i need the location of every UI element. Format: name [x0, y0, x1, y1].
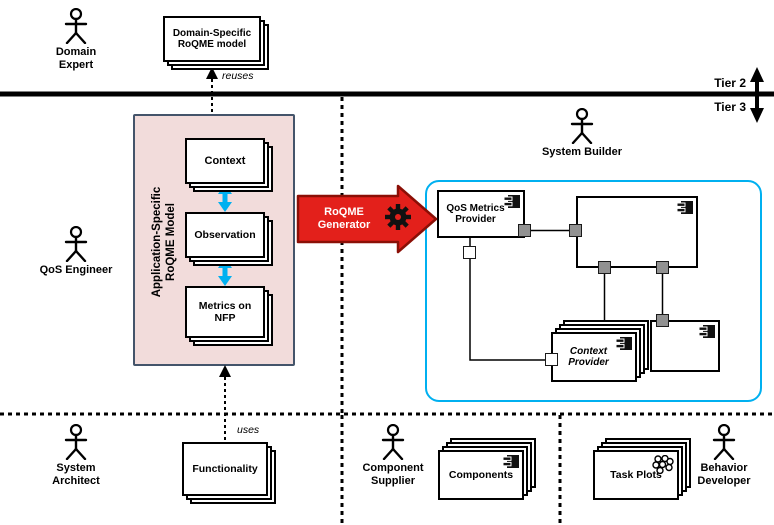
tier3-label: Tier 3: [714, 100, 746, 114]
reuses-arrow: [206, 67, 218, 112]
task-plots-stack: Task Plots: [593, 438, 691, 500]
component-icon: [616, 337, 632, 350]
qos-metrics-provider-label: QoS Metrics Provider: [446, 203, 505, 225]
actor-system-architect: System Architect: [42, 424, 110, 487]
task-plots-label: Task Plots: [610, 469, 662, 481]
person-icon: [64, 424, 88, 460]
components-stack: Components: [438, 438, 536, 500]
domain-specific-model-label: Domain-Specific RoQME model: [163, 16, 261, 62]
tier2-label: Tier 2: [714, 76, 746, 90]
task-plots-icon: [652, 455, 674, 474]
functionality-stack: Functionality: [182, 442, 276, 504]
actor-domain-expert: Domain Expert: [44, 8, 108, 71]
actor-component-supplier: Component Supplier: [356, 424, 430, 487]
port-main-bottom-2: [656, 261, 669, 274]
domain-specific-model-stack: Domain-Specific RoQME model: [163, 16, 269, 70]
roqme-generator-label: RoQME Generator: [317, 205, 371, 231]
context-provider-label: Context Provider: [568, 346, 609, 368]
context-model-stack: Context: [185, 138, 273, 192]
observation-model-label: Observation: [185, 212, 265, 258]
metrics-nfp-model-stack: Metrics on NFP: [185, 286, 273, 346]
component-icon: [503, 455, 519, 468]
person-icon: [570, 108, 594, 144]
actor-system-builder: System Builder: [538, 108, 626, 159]
task-plots-box: Task Plots: [593, 450, 679, 500]
app-specific-model-label: Application-Specific RoQME Model: [151, 186, 177, 298]
port-small-top: [656, 314, 669, 327]
person-icon: [64, 8, 88, 44]
main-component: [576, 196, 698, 268]
small-component: [650, 320, 720, 372]
uses-label: uses: [237, 424, 260, 436]
port-main-left: [569, 224, 582, 237]
reuses-label: reuses: [222, 70, 254, 82]
context-model-label: Context: [185, 138, 265, 184]
component-icon: [504, 195, 520, 208]
actor-label: Domain Expert: [55, 46, 97, 71]
actor-behavior-developer: Behavior Developer: [686, 424, 762, 487]
port-qos-right: [518, 224, 531, 237]
port-main-bottom-1: [598, 261, 611, 274]
actor-label: Component Supplier: [362, 462, 424, 487]
qos-metrics-provider-component: QoS Metrics Provider: [437, 190, 525, 238]
actor-label: System Architect: [52, 462, 100, 487]
person-icon: [712, 424, 736, 460]
actor-label: Behavior Developer: [697, 462, 751, 487]
context-provider-stack: Context Provider: [551, 320, 649, 382]
components-box: Components: [438, 450, 524, 500]
metrics-nfp-model-label: Metrics on NFP: [185, 286, 265, 338]
port-qos-bottom: [463, 246, 476, 259]
context-provider-component: Context Provider: [551, 332, 637, 382]
port-context-provider-left: [545, 353, 558, 366]
uses-arrow: [219, 365, 231, 440]
functionality-label: Functionality: [182, 442, 268, 496]
person-icon: [64, 226, 88, 262]
actor-qos-engineer: QoS Engineer: [38, 226, 114, 277]
gear-icon: [385, 204, 411, 230]
person-icon: [381, 424, 405, 460]
actor-label: System Builder: [541, 146, 623, 158]
components-label: Components: [448, 469, 514, 481]
observation-model-stack: Observation: [185, 212, 273, 266]
component-icon: [677, 201, 693, 214]
actor-label: QoS Engineer: [39, 264, 113, 276]
component-icon: [699, 325, 715, 338]
tier-double-arrow-icon: [750, 67, 764, 123]
